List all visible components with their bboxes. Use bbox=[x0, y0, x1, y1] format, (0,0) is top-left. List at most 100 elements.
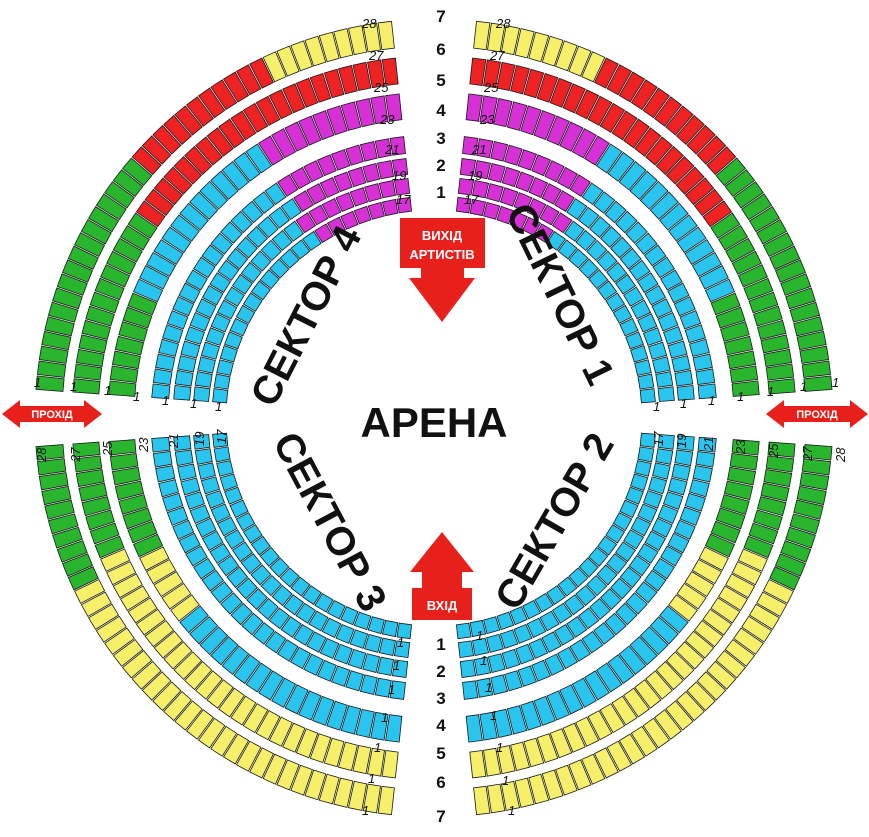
seat[interactable] bbox=[684, 630, 715, 659]
seat[interactable] bbox=[513, 192, 533, 213]
seat[interactable] bbox=[41, 485, 72, 506]
seat[interactable] bbox=[80, 591, 112, 618]
seat[interactable] bbox=[378, 637, 396, 656]
seat[interactable] bbox=[671, 463, 691, 481]
seat[interactable] bbox=[667, 282, 690, 304]
seat[interactable] bbox=[374, 138, 392, 159]
seat[interactable] bbox=[774, 259, 807, 283]
seat[interactable] bbox=[224, 331, 243, 350]
seat[interactable] bbox=[715, 157, 746, 186]
seat[interactable] bbox=[692, 353, 713, 371]
seat[interactable] bbox=[139, 265, 170, 290]
seat[interactable] bbox=[249, 747, 275, 779]
seat[interactable] bbox=[152, 681, 182, 712]
seat[interactable] bbox=[660, 269, 683, 291]
seat[interactable] bbox=[657, 386, 675, 402]
seat[interactable] bbox=[302, 585, 322, 606]
seat[interactable] bbox=[283, 220, 305, 242]
seat[interactable] bbox=[578, 206, 600, 229]
seat[interactable] bbox=[389, 136, 406, 156]
seat[interactable] bbox=[184, 661, 213, 691]
seat[interactable] bbox=[702, 608, 733, 636]
seat[interactable] bbox=[284, 121, 309, 152]
seat[interactable] bbox=[630, 725, 658, 757]
seat[interactable] bbox=[193, 386, 211, 402]
seat[interactable] bbox=[355, 98, 375, 128]
seat[interactable] bbox=[89, 291, 120, 314]
seat[interactable] bbox=[47, 513, 79, 535]
seat[interactable] bbox=[210, 636, 239, 666]
seat[interactable] bbox=[655, 448, 674, 465]
seat[interactable] bbox=[619, 566, 642, 589]
seat[interactable] bbox=[720, 494, 750, 515]
seat[interactable] bbox=[760, 334, 790, 354]
seat[interactable] bbox=[593, 57, 619, 89]
seat[interactable] bbox=[319, 176, 340, 199]
seat[interactable] bbox=[692, 465, 713, 483]
seat[interactable] bbox=[704, 533, 736, 558]
seat[interactable] bbox=[710, 597, 741, 624]
seat[interactable] bbox=[588, 269, 609, 290]
seat[interactable] bbox=[702, 200, 733, 228]
seat[interactable] bbox=[465, 93, 483, 122]
seat[interactable] bbox=[393, 640, 411, 659]
seat[interactable] bbox=[724, 638, 756, 667]
seat[interactable] bbox=[198, 87, 226, 119]
seat[interactable] bbox=[255, 95, 281, 126]
seat[interactable] bbox=[250, 535, 271, 556]
seat[interactable] bbox=[178, 532, 201, 554]
seat[interactable] bbox=[340, 101, 362, 131]
seat[interactable] bbox=[785, 526, 816, 549]
seat[interactable] bbox=[731, 561, 762, 586]
seat[interactable] bbox=[597, 535, 618, 556]
seat[interactable] bbox=[652, 557, 675, 580]
seat[interactable] bbox=[189, 504, 211, 525]
seat[interactable] bbox=[282, 722, 306, 753]
seat[interactable] bbox=[693, 188, 724, 217]
seat[interactable] bbox=[295, 77, 319, 108]
seat[interactable] bbox=[377, 656, 395, 676]
seat[interactable] bbox=[589, 216, 611, 238]
seat[interactable] bbox=[80, 218, 112, 245]
seat[interactable] bbox=[170, 594, 200, 622]
seat[interactable] bbox=[536, 733, 559, 764]
seat[interactable] bbox=[706, 146, 737, 176]
seat[interactable] bbox=[501, 648, 521, 670]
seat[interactable] bbox=[264, 182, 287, 206]
seat[interactable] bbox=[282, 83, 306, 114]
seat[interactable] bbox=[648, 476, 668, 495]
seat[interactable] bbox=[161, 582, 192, 610]
seat[interactable] bbox=[353, 205, 372, 225]
seat[interactable] bbox=[801, 458, 832, 476]
seat[interactable] bbox=[756, 218, 788, 245]
seat[interactable] bbox=[676, 114, 705, 145]
seat[interactable] bbox=[78, 482, 108, 502]
seat[interactable] bbox=[760, 482, 790, 502]
seat[interactable] bbox=[555, 40, 578, 72]
seat[interactable] bbox=[684, 324, 706, 344]
seat[interactable] bbox=[139, 546, 170, 571]
seat[interactable] bbox=[796, 330, 827, 351]
seat[interactable] bbox=[94, 277, 125, 301]
seat[interactable] bbox=[109, 453, 139, 471]
seat[interactable] bbox=[235, 512, 256, 532]
seat[interactable] bbox=[607, 151, 635, 182]
seat[interactable] bbox=[295, 212, 317, 234]
seat[interactable] bbox=[73, 363, 103, 381]
seat[interactable] bbox=[753, 509, 783, 531]
seat[interactable] bbox=[36, 458, 67, 476]
seat[interactable] bbox=[604, 200, 627, 224]
seat[interactable] bbox=[179, 202, 209, 231]
seat[interactable] bbox=[166, 506, 189, 526]
seat[interactable] bbox=[737, 548, 768, 572]
seat[interactable] bbox=[569, 174, 591, 197]
seat[interactable] bbox=[52, 287, 83, 310]
seat[interactable] bbox=[483, 616, 501, 635]
seat[interactable] bbox=[595, 662, 623, 693]
seat[interactable] bbox=[362, 163, 381, 183]
seat[interactable] bbox=[231, 541, 253, 563]
seat[interactable] bbox=[673, 519, 696, 540]
seat[interactable] bbox=[659, 202, 689, 231]
seat[interactable] bbox=[184, 326, 206, 345]
seat[interactable] bbox=[514, 28, 535, 59]
